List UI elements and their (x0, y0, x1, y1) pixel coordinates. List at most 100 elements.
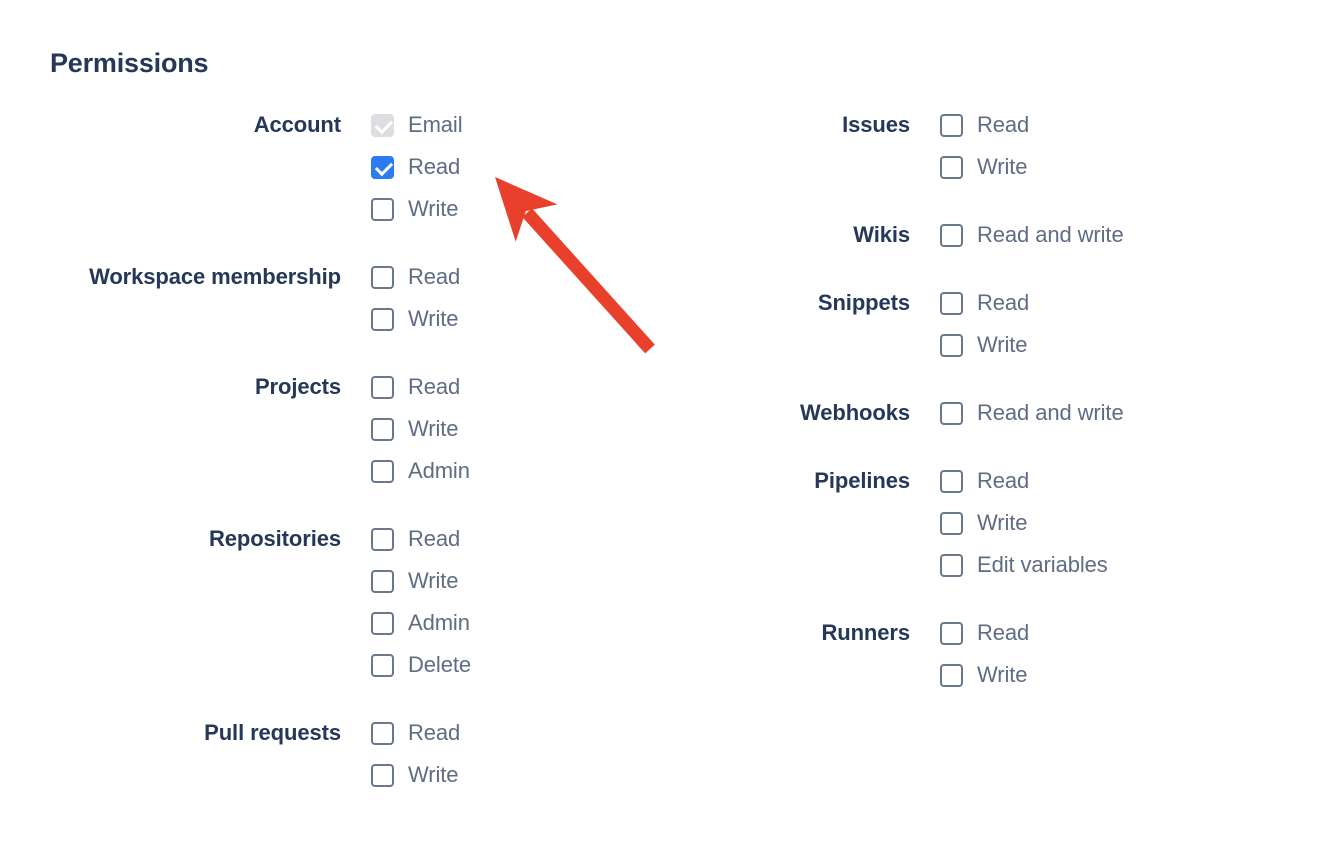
permission-group-label: Webhooks (799, 400, 910, 425)
permission-option-label: Edit variables (977, 552, 1108, 577)
permission-option-row[interactable]: Read (940, 104, 1322, 146)
permission-option-row[interactable]: Write (371, 298, 660, 340)
permission-option-label: Read (977, 112, 1030, 137)
permission-option-row[interactable]: Edit variables (940, 544, 1322, 586)
checkbox-read-icon[interactable] (371, 265, 394, 289)
checkbox-write-icon[interactable] (940, 663, 963, 687)
permission-group-label: Runners (821, 620, 910, 645)
permission-option-row[interactable]: Write (940, 324, 1322, 366)
permission-option-row[interactable]: Read (371, 256, 660, 298)
permission-option-row[interactable]: Write (371, 408, 660, 450)
permission-option-label: Email (408, 112, 463, 137)
permission-option-row[interactable]: Read (371, 712, 660, 754)
checkbox-write-icon[interactable] (371, 417, 394, 441)
permission-option-row[interactable]: Read (940, 460, 1322, 502)
checkbox-read-icon[interactable] (940, 621, 963, 645)
checkmark-icon (374, 115, 394, 134)
checkbox-read-and-write-icon[interactable] (940, 401, 963, 425)
permission-option-label: Write (408, 196, 459, 221)
permission-option-row[interactable]: Read (371, 146, 660, 188)
permission-option-row[interactable]: Write (940, 654, 1322, 696)
checkbox-read-icon[interactable] (940, 291, 963, 315)
checkbox-read-icon[interactable] (940, 469, 963, 493)
permission-option-row[interactable]: Read and write (940, 392, 1322, 434)
permission-option-row[interactable]: Admin (371, 450, 660, 492)
permission-option-label: Write (977, 510, 1028, 535)
permission-option-label: Read (408, 526, 461, 551)
permission-group-label: Pull requests (204, 720, 341, 745)
permission-option-label: Read (408, 720, 461, 745)
permission-option-row[interactable]: Read (371, 366, 660, 408)
checkmark-icon (374, 157, 394, 176)
permission-group-label: Workspace membership (89, 264, 341, 289)
permission-option-label: Write (408, 568, 459, 593)
permission-option-label: Write (408, 416, 459, 441)
checkbox-read-icon[interactable] (371, 155, 394, 179)
permission-option-label: Read (977, 290, 1030, 315)
permission-option-row[interactable]: Delete (371, 644, 660, 686)
checkbox-admin-icon[interactable] (371, 459, 394, 483)
checkbox-edit-variables-icon[interactable] (940, 553, 963, 577)
permission-option-label: Read and write (977, 222, 1124, 247)
permission-option-label: Read (408, 264, 461, 289)
permission-option-row[interactable]: Write (371, 188, 660, 230)
permission-group-label: Account (253, 112, 341, 137)
checkbox-write-icon[interactable] (940, 333, 963, 357)
permission-option-row[interactable]: Admin (371, 602, 660, 644)
checkbox-write-icon[interactable] (940, 511, 963, 535)
permission-option-label: Write (977, 662, 1028, 687)
permission-option-list: Read and write (940, 214, 1322, 256)
permission-option-label: Write (408, 762, 459, 787)
permission-option-row[interactable]: Read and write (940, 214, 1322, 256)
checkbox-read-icon[interactable] (371, 721, 394, 745)
permission-option-label: Write (977, 154, 1028, 179)
permission-group-label: Pipelines (814, 468, 910, 493)
checkbox-admin-icon[interactable] (371, 611, 394, 635)
checkbox-read-icon[interactable] (371, 375, 394, 399)
permission-group: Webhooks Read and write (660, 392, 1322, 434)
permission-group-label: Issues (842, 112, 910, 137)
checkbox-write-icon[interactable] (371, 307, 394, 331)
checkbox-read-icon[interactable] (371, 527, 394, 551)
permission-option-row[interactable]: Write (940, 146, 1322, 188)
permission-option-label: Admin (408, 610, 470, 635)
permission-option-row[interactable]: Email (371, 104, 660, 146)
permission-option-label: Write (977, 332, 1028, 357)
permission-option-row[interactable]: Read (940, 282, 1322, 324)
checkbox-read-icon[interactable] (940, 113, 963, 137)
permission-option-row[interactable]: Write (371, 754, 660, 796)
checkbox-write-icon[interactable] (371, 569, 394, 593)
permission-option-row[interactable]: Read (940, 612, 1322, 654)
checkbox-write-icon[interactable] (940, 155, 963, 179)
checkbox-read-and-write-icon[interactable] (940, 223, 963, 247)
permission-group-label: Snippets (817, 290, 910, 315)
checkbox-write-icon[interactable] (371, 763, 394, 787)
permission-group-label: Repositories (208, 526, 341, 551)
permission-option-row[interactable]: Write (371, 560, 660, 602)
checkbox-delete-icon[interactable] (371, 653, 394, 677)
permission-option-row[interactable]: Write (940, 502, 1322, 544)
page-title: Permissions (50, 48, 209, 78)
permission-option-row[interactable]: Read (371, 518, 660, 560)
checkbox-write-icon[interactable] (371, 197, 394, 221)
permission-option-label: Write (408, 306, 459, 331)
permission-option-label: Admin (408, 458, 470, 483)
permission-option-label: Read (408, 374, 461, 399)
